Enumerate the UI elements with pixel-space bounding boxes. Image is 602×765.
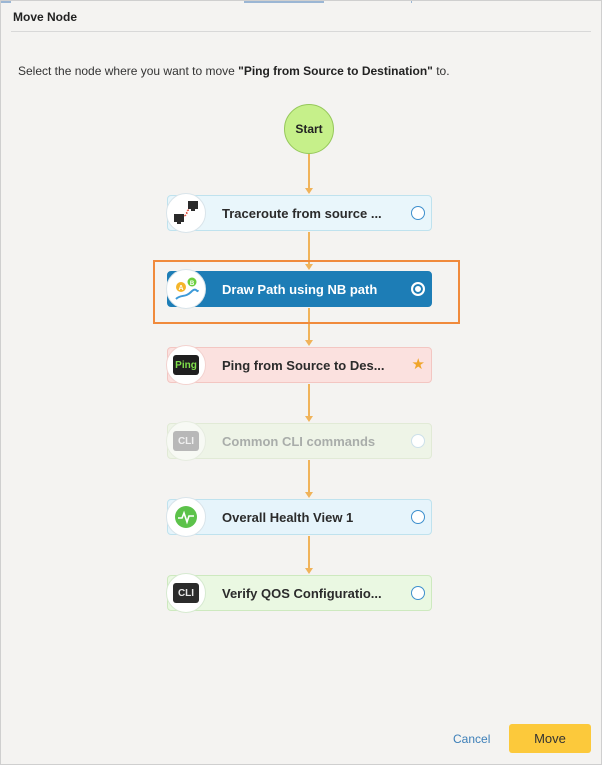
node-label: Overall Health View 1 bbox=[222, 510, 354, 525]
title-divider bbox=[11, 31, 591, 32]
star-icon: ★ bbox=[411, 356, 425, 373]
instruction-suffix: to. bbox=[432, 64, 450, 78]
cli-icon: CLI bbox=[166, 573, 206, 613]
instruction-text: Select the node where you want to move "… bbox=[18, 64, 450, 78]
connector-line bbox=[308, 384, 310, 417]
connector-line bbox=[308, 232, 310, 265]
flow-node-traceroute[interactable]: Traceroute from source ... bbox=[166, 193, 432, 233]
ping-icon: Ping bbox=[166, 345, 206, 385]
node-label: Ping from Source to Des... bbox=[222, 358, 385, 373]
instruction-target: "Ping from Source to Destination" bbox=[238, 64, 433, 78]
node-label: Draw Path using NB path bbox=[222, 282, 378, 297]
start-node: Start bbox=[284, 104, 334, 154]
connector-arrow bbox=[305, 492, 313, 498]
connector-line bbox=[308, 154, 310, 189]
flow-node-common-cli: CLI Common CLI commands bbox=[166, 421, 432, 461]
instruction-prefix: Select the node where you want to move bbox=[18, 64, 239, 78]
flow-node-ping: Ping Ping from Source to Des... ★ bbox=[166, 345, 432, 385]
connector-arrow bbox=[305, 568, 313, 574]
flow-node-overall-health[interactable]: Overall Health View 1 bbox=[166, 497, 432, 537]
window-top-strip bbox=[411, 1, 412, 3]
selected-node-highlight bbox=[153, 260, 460, 324]
cli-badge: CLI bbox=[173, 583, 199, 603]
ping-badge: Ping bbox=[173, 355, 199, 375]
connector-arrow bbox=[305, 340, 313, 346]
svg-text:A: A bbox=[178, 285, 183, 292]
move-button[interactable]: Move bbox=[509, 724, 591, 753]
connector-line bbox=[308, 460, 310, 493]
flow-node-draw-path[interactable]: A B Draw Path using NB path bbox=[166, 269, 432, 309]
node-select-radio bbox=[411, 434, 425, 448]
dialog-title: Move Node bbox=[13, 10, 78, 24]
cancel-button[interactable]: Cancel bbox=[453, 732, 491, 746]
cli-icon: CLI bbox=[166, 421, 206, 461]
node-select-radio[interactable] bbox=[411, 586, 425, 600]
node-select-radio[interactable] bbox=[411, 510, 425, 524]
traceroute-icon bbox=[166, 193, 206, 233]
node-label: Verify QOS Configuratio... bbox=[222, 586, 382, 601]
health-icon bbox=[166, 497, 206, 537]
cli-badge: CLI bbox=[173, 431, 199, 451]
connector-line bbox=[308, 308, 310, 341]
node-label: Common CLI commands bbox=[222, 434, 376, 449]
flow-node-verify-qos[interactable]: CLI Verify QOS Configuratio... bbox=[166, 573, 432, 613]
node-label: Traceroute from source ... bbox=[222, 206, 382, 221]
connector-arrow bbox=[305, 188, 313, 194]
window-top-strip bbox=[244, 1, 324, 3]
connector-arrow bbox=[305, 416, 313, 422]
connector-line bbox=[308, 536, 310, 569]
node-select-radio[interactable] bbox=[411, 206, 425, 220]
draw-path-icon: A B bbox=[166, 269, 206, 309]
connector-arrow bbox=[305, 264, 313, 270]
window-top-strip bbox=[1, 1, 11, 3]
svg-text:B: B bbox=[190, 281, 195, 287]
node-select-radio[interactable] bbox=[411, 282, 425, 296]
